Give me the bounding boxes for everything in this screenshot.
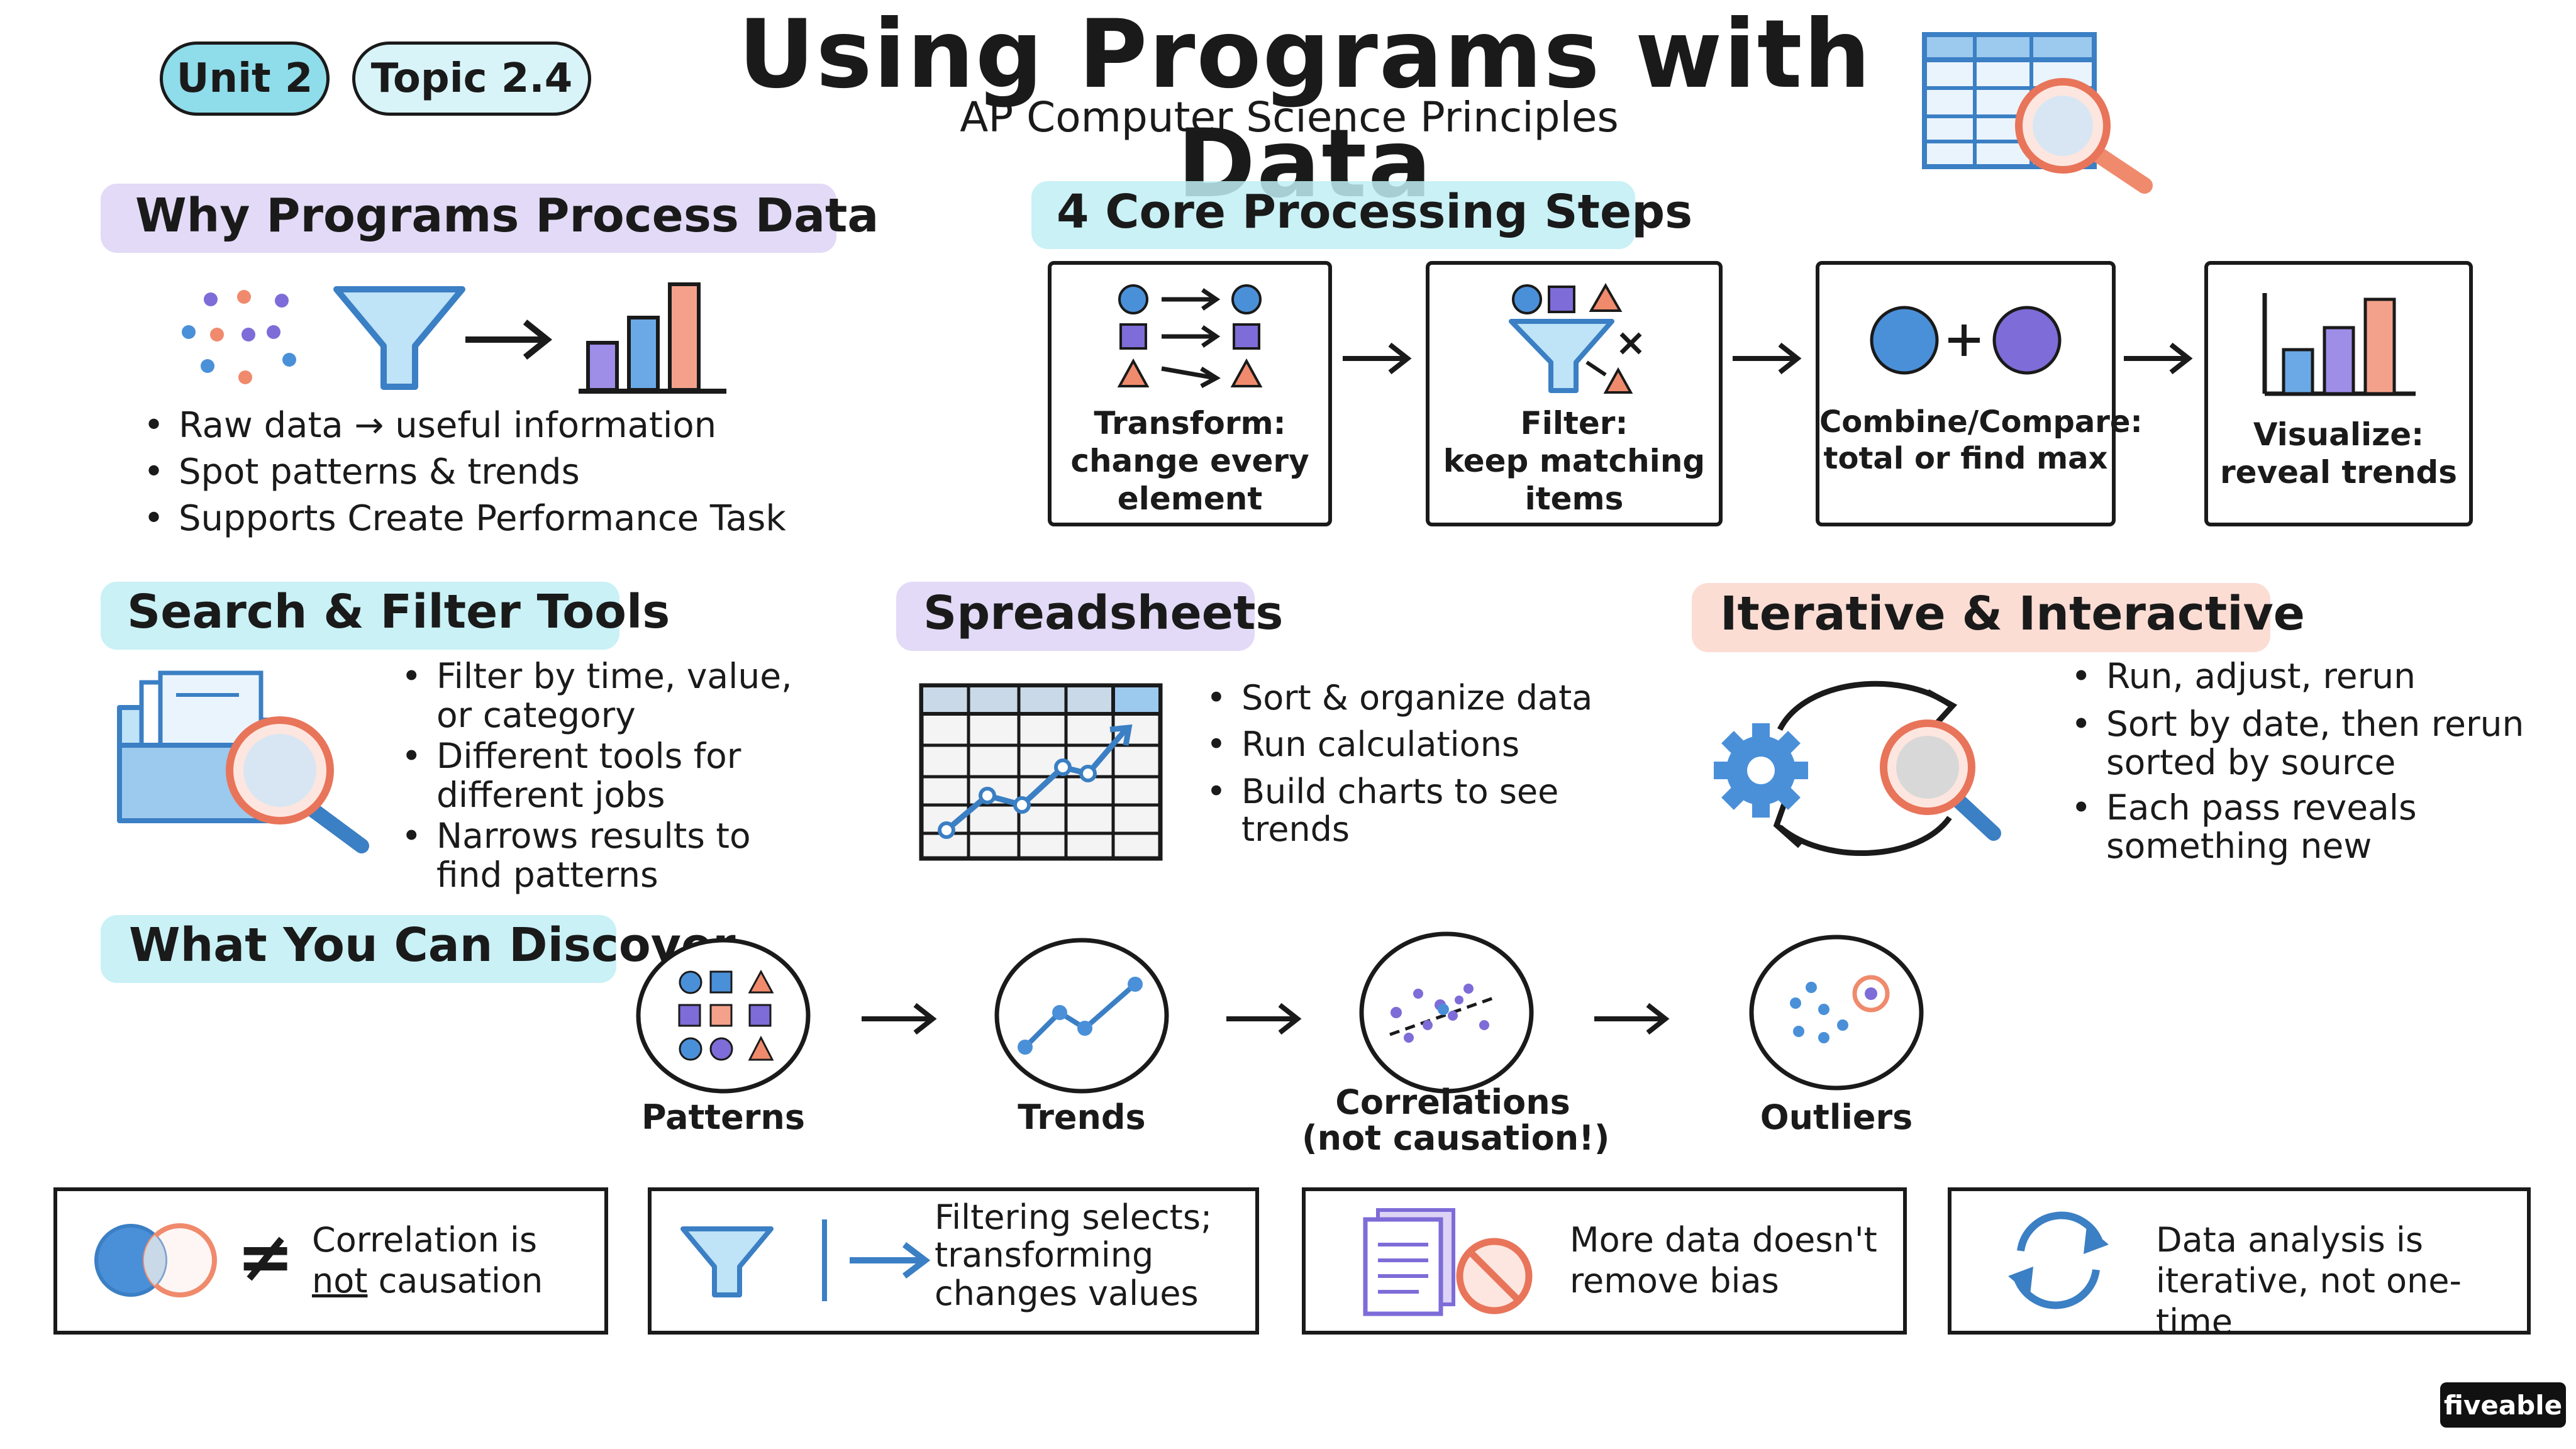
- brand-logo: fiveable: [2440, 1382, 2566, 1428]
- transform-icon: [1117, 284, 1263, 389]
- step-transform-label: Transform: change every element: [1070, 405, 1309, 517]
- raw-data-to-chart-icon: [182, 282, 726, 394]
- outliers-icon: [1749, 935, 1924, 1091]
- correlations-icon: [1359, 931, 1534, 1094]
- page-subtitle: AP Computer Science Principles: [960, 93, 1619, 142]
- spreadsheet-chart-icon: [919, 683, 1163, 861]
- spreadsheet-search-icon: [1922, 32, 2153, 194]
- iterative-bullet: Run, adjust, rerun: [2066, 657, 2569, 696]
- search-bullet-list: Filter by time, value,or category Differ…: [396, 657, 836, 895]
- gear-icon: [1714, 723, 1808, 818]
- search-title: Search & Filter Tools: [127, 585, 670, 639]
- spreadsheets-bullet: Sort & organize data: [1201, 679, 1641, 718]
- note-bias: More data doesn't remove bias: [1302, 1187, 1907, 1335]
- trends-icon: [994, 938, 1169, 1094]
- why-bullet-list: Raw data → useful information Spot patte…: [138, 402, 893, 542]
- topic-badge: Topic 2.4: [352, 42, 591, 116]
- unit-label: Unit 2: [176, 55, 313, 102]
- why-bullet: Supports Create Performance Task: [138, 496, 893, 542]
- step-visualize-label: Visualize: reveal trends: [2220, 416, 2457, 491]
- spreadsheets-title: Spreadsheets: [923, 586, 1284, 640]
- note-bias-text: More data doesn't remove bias: [1570, 1220, 1877, 1301]
- iterative-highlight: [1692, 583, 2270, 652]
- discover-outliers-label: Outliers: [1760, 1097, 1913, 1137]
- note-iterative-text: Data analysis is iterative, not one-time: [2156, 1220, 2462, 1341]
- step-combine-label: Combine/Compare: total or find max: [1819, 404, 2143, 476]
- overlapping-circles-icon: [94, 1223, 217, 1297]
- search-highlight: [101, 582, 619, 650]
- page-title: Using Programs with Data: [738, 0, 1872, 219]
- not-equal-icon: ≠: [236, 1216, 295, 1297]
- discover-arrow-icon: [862, 1002, 937, 1035]
- discover-patterns-label: Patterns: [641, 1097, 806, 1137]
- discover-highlight: [101, 915, 616, 983]
- why-bullet: Spot patterns & trends: [138, 449, 893, 496]
- note-iterative: Data analysis is iterative, not one-time: [1948, 1187, 2531, 1341]
- discover-arrow-icon: [1226, 1002, 1302, 1035]
- spreadsheets-bullet: Run calculations: [1201, 725, 1641, 764]
- filter-icon: [1509, 282, 1642, 394]
- note-correlation-text: Correlation is not causation: [312, 1220, 543, 1301]
- spreadsheets-bullet-list: Sort & organize data Run calculations Bu…: [1201, 679, 1641, 849]
- combine-icon: [1870, 306, 2062, 375]
- note-filtering: Filtering selects; transforming changes …: [648, 1187, 1259, 1335]
- step-arrow-icon: [2124, 342, 2193, 375]
- why-title: Why Programs Process Data: [135, 189, 879, 243]
- spreadsheets-highlight: [896, 582, 1255, 651]
- core-title: 4 Core Processing Steps: [1057, 185, 1693, 239]
- filter-arrow-icon: [680, 1219, 931, 1301]
- refresh-cycle-icon: [2008, 1211, 2109, 1309]
- why-bullet: Raw data → useful information: [138, 402, 893, 449]
- discover-arrow-icon: [1594, 1002, 1670, 1035]
- discover-title: What You Can Discover: [129, 918, 736, 972]
- step-filter: Filter: keep matching items: [1426, 261, 1723, 526]
- step-arrow-icon: [1733, 342, 1802, 375]
- bar-chart-icon: [2262, 293, 2416, 396]
- discover-correlations-label: Correlations (not causation!): [1302, 1082, 1610, 1158]
- step-visualize: Visualize: reveal trends: [2204, 261, 2473, 526]
- step-filter-label: Filter: keep matching items: [1443, 405, 1706, 517]
- unit-badge: Unit 2: [160, 42, 330, 116]
- why-highlight: [101, 184, 836, 253]
- step-transform: Transform: change every element: [1048, 261, 1332, 526]
- documents-no-icon: [1363, 1208, 1533, 1316]
- topic-label: Topic 2.4: [370, 55, 573, 102]
- iterative-bullet-list: Run, adjust, rerun Sort by date, then re…: [2066, 657, 2569, 866]
- note-correlation: ≠ Correlation is not causation: [53, 1187, 608, 1335]
- step-arrow-icon: [1343, 342, 1412, 375]
- step-combine: Combine/Compare: total or find max: [1816, 261, 2143, 526]
- iterative-title: Iterative & Interactive: [1720, 587, 2305, 641]
- discover-trends-label: Trends: [1018, 1097, 1146, 1137]
- search-bullet: Filter by time, value,or category: [396, 657, 836, 735]
- note-filtering-text: Filtering selects; transforming changes …: [935, 1197, 1213, 1313]
- iterate-cycle-icon: [1714, 680, 2001, 857]
- brand-label: fiveable: [2443, 1389, 2563, 1421]
- folder-search-icon: [117, 670, 369, 853]
- core-highlight: [1031, 181, 1635, 249]
- patterns-icon: [636, 938, 811, 1094]
